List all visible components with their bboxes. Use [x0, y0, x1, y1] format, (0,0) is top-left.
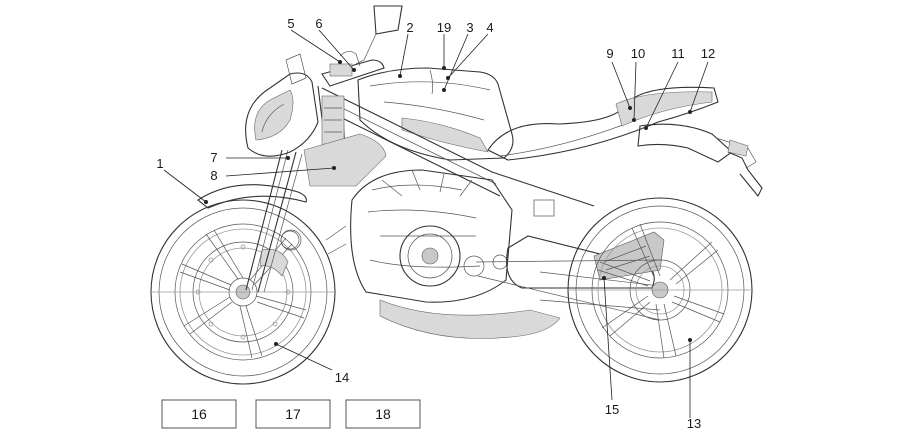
part-box-18: 18 — [345, 399, 421, 429]
callout-8: 8 — [210, 168, 217, 183]
part-boxes: 16 17 18 — [161, 399, 421, 429]
callout-2: 2 — [406, 20, 413, 35]
side-panel — [303, 133, 387, 187]
callout-15: 15 — [605, 402, 619, 417]
callout-6: 6 — [315, 16, 322, 31]
callout-4: 4 — [486, 20, 493, 35]
callout-11: 11 — [671, 46, 685, 61]
clutch-cover — [399, 225, 461, 287]
callout-3: 3 — [466, 20, 473, 35]
part-box-16-label: 16 — [191, 406, 207, 422]
leader-lines — [163, 29, 709, 418]
callout-19: 19 — [437, 20, 451, 35]
tail-section — [637, 123, 763, 198]
callout-13: 13 — [687, 416, 701, 431]
part-box-16: 16 — [161, 399, 237, 429]
part-box-17: 17 — [255, 399, 331, 429]
callout-labels: 1 2 3 4 5 6 7 8 9 10 11 12 13 14 15 19 — [156, 16, 715, 431]
headlight-cowl — [245, 53, 319, 157]
engine — [325, 169, 561, 339]
callout-9: 9 — [606, 46, 613, 61]
callout-1: 1 — [156, 156, 163, 171]
seat — [487, 86, 719, 161]
front-wheel — [150, 199, 336, 385]
swingarm — [506, 231, 665, 311]
callout-5: 5 — [287, 16, 294, 31]
part-box-18-label: 18 — [375, 406, 391, 422]
callout-7: 7 — [210, 150, 217, 165]
callout-14: 14 — [335, 370, 349, 385]
drive-chain — [475, 259, 661, 321]
callout-12: 12 — [701, 46, 715, 61]
part-box-17-label: 17 — [285, 406, 301, 422]
exhaust-belly-pan — [379, 299, 561, 339]
leader-dots — [204, 60, 692, 346]
callout-10: 10 — [631, 46, 645, 61]
handlebar-mirror — [321, 5, 403, 87]
fuel-tank — [357, 67, 514, 161]
front-fender — [197, 184, 307, 209]
rear-wheel — [567, 197, 753, 383]
front-fork — [245, 149, 303, 293]
